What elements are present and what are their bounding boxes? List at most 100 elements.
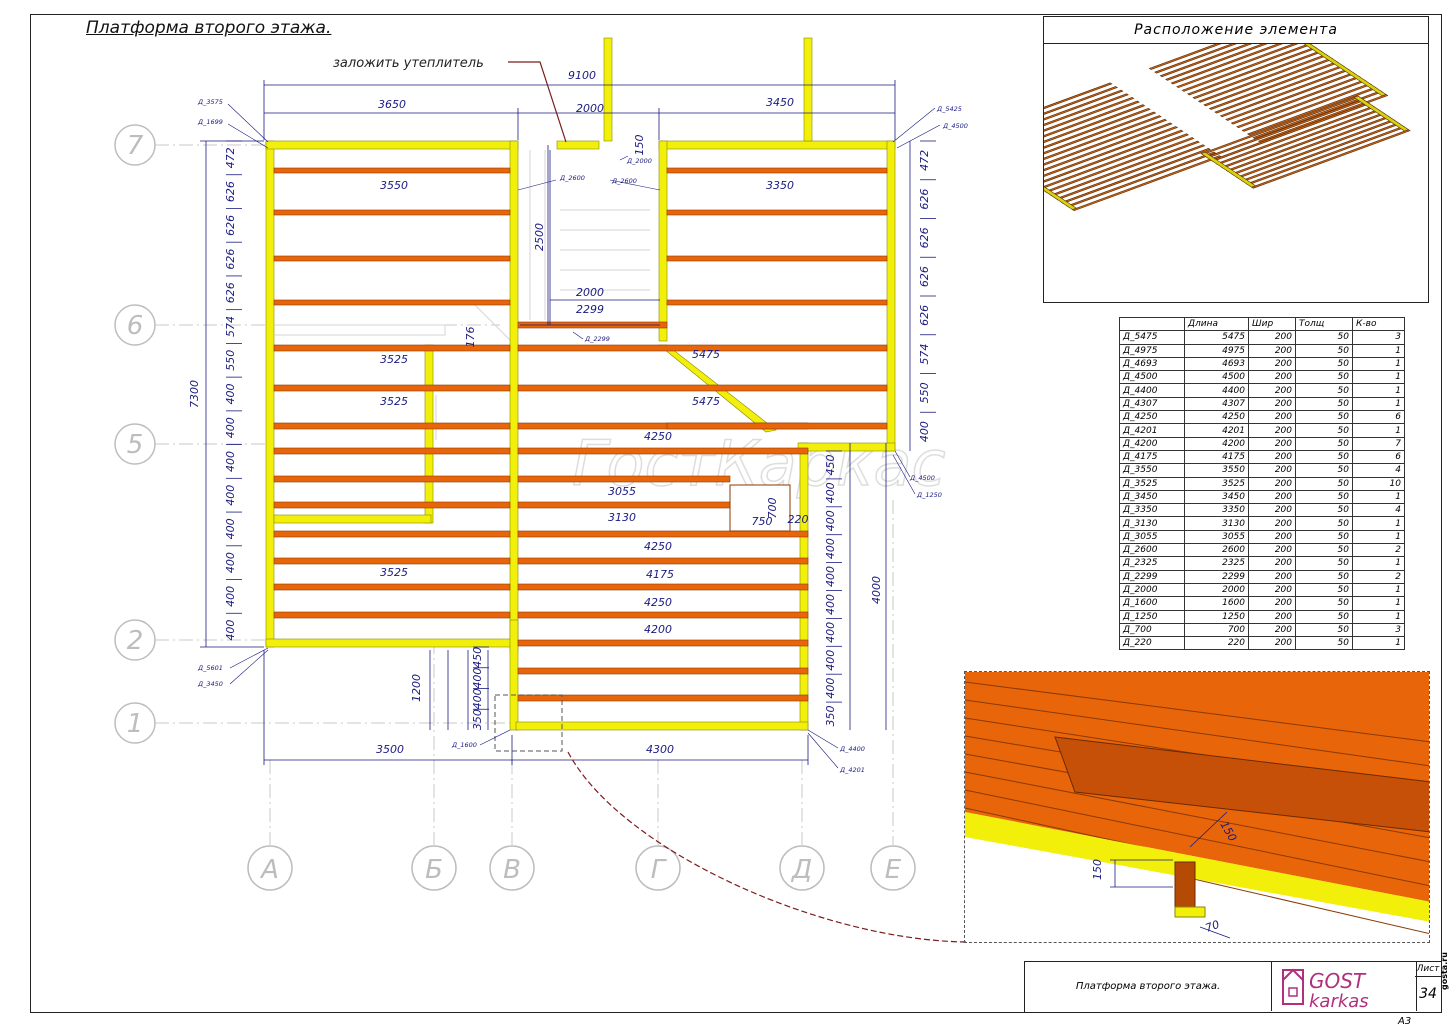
chain-dim: 626 [224,181,237,202]
spec-cell: 1 [1352,609,1405,624]
chain-dim: 400 [824,678,837,699]
chain-dim: 400 [824,650,837,671]
spec-cell: 4 [1352,503,1405,518]
plan-joist [666,167,888,174]
spec-cell: 3130 [1184,516,1249,531]
svg-text:GOST: GOST [1309,969,1367,993]
chain-dim: 400 [224,451,237,472]
drawing-sheet [30,14,1442,1013]
spec-cell: 200 [1248,556,1296,571]
dim-top-left: 3650 [378,98,406,111]
plan-joist [273,209,511,216]
spec-cell: Д_3350 [1119,503,1185,518]
spec-cell: 50 [1295,463,1353,478]
plan-joist [666,299,888,306]
tag-11: Д_5601 [197,664,223,672]
dim-top-total: 9100 [568,69,596,82]
tag-8: Д_2299 [584,335,610,343]
plan-joist [273,475,511,483]
spec-cell: 50 [1295,503,1353,518]
joist-3130: 3130 [608,511,636,524]
chain-dim: 400 [471,688,484,709]
spec-cell: 4500 [1184,370,1249,385]
plan-joist [273,299,511,306]
tag-4: Д_4500 [942,122,968,130]
spec-cell: 50 [1295,343,1353,358]
spec-cell: 4975 [1184,343,1249,358]
dim-stairwell: 1200 [410,674,423,702]
insulation-note: заложить утеплитель [333,56,484,71]
chain-dim: 400 [824,622,837,643]
spec-cell: Д_220 [1119,636,1185,651]
detail-joist-edge [965,771,1429,863]
iso-joist [1303,44,1387,97]
spec-cell: 1 [1352,582,1405,598]
spec-cell: 7 [1352,436,1405,451]
iso-joist [1170,44,1283,85]
plan-joist [273,422,511,430]
dim-150: 150 [633,135,646,156]
tag-1: Д_3575 [197,98,223,106]
plan-joist [517,384,888,392]
plan-joist [273,447,511,455]
plan-joist [517,694,809,702]
spec-cell: 6 [1352,449,1405,465]
tag-2: Д_1699 [197,118,223,126]
spec-cell: 50 [1295,383,1353,398]
plan-joist [517,639,809,647]
tag-14: Д_4400 [839,745,865,753]
plan-joist [666,422,888,430]
axis-row-7: 7 [127,131,144,161]
iso-joist [1257,94,1389,143]
sheet-number: 34 [1419,986,1437,1002]
spec-cell: 4307 [1184,396,1249,412]
spec-cell: 4693 [1184,356,1249,372]
iso-joist [1044,100,1140,138]
spec-cell: 50 [1295,356,1353,372]
spec-cell: 50 [1295,489,1353,505]
spec-cell: 2600 [1184,543,1249,558]
spec-cell: 4250 [1184,410,1249,425]
spec-cell: 4400 [1184,383,1249,398]
joist-3525c: 3525 [380,566,408,579]
iso-joist [1044,186,1077,210]
plan-joist [517,557,809,565]
spec-cell: 200 [1248,476,1296,491]
spec-cell: 3350 [1184,503,1249,518]
chain-dim: 626 [918,266,931,287]
iso-joist [1044,122,1173,172]
joist-4250a: 4250 [644,430,672,443]
detail-view: 150 150 70 [964,671,1430,943]
spec-cell: 2299 [1184,569,1249,584]
spec-cell: 200 [1248,410,1296,425]
spec-cell: Д_1250 [1119,609,1185,624]
spec-cell: 50 [1295,476,1353,491]
iso-joist [1044,93,1129,127]
spec-cell: 2 [1352,569,1405,584]
plan-joist [517,530,809,538]
iso-joist [1044,129,1184,183]
axis-col-b: Б [425,855,443,885]
spec-cell: 50 [1295,569,1353,584]
joist-3550: 3550 [380,179,408,192]
tag-12: Д_3450 [197,680,223,688]
chain-dim: 400 [824,566,837,587]
spec-cell: 3450 [1184,489,1249,505]
spec-cell: 50 [1295,529,1353,545]
spec-cell: 5475 [1184,330,1249,345]
spec-cell: Д_4975 [1119,343,1185,358]
title-block: Платформа второго этажа. GOST karkas Лис… [1024,961,1442,1013]
axis-col-v: В [503,855,521,885]
spec-cell: 50 [1295,423,1353,438]
dim-top-mid: 2000 [576,102,604,115]
chain-dim: 626 [224,249,237,270]
